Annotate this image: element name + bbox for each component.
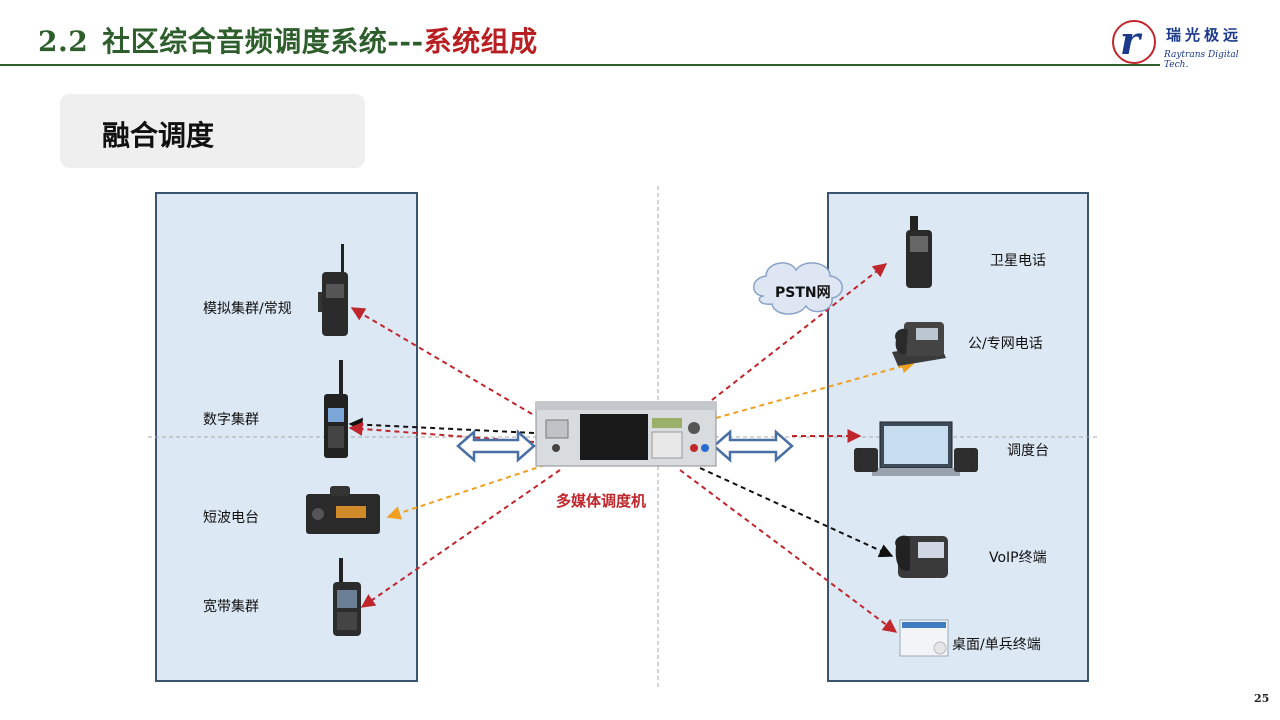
label-voip-terminal: VoIP终端 <box>989 550 1047 566</box>
arrow-to-pstn <box>711 263 888 401</box>
label-dispatch-console: 调度台 <box>1007 443 1049 459</box>
dispatcher-label: 多媒体调度机 <box>556 492 647 510</box>
title-number: 2.2 <box>38 25 89 58</box>
label-satellite-phone: 卫星电话 <box>990 253 1046 269</box>
desktop-terminal-icon <box>899 619 949 657</box>
label-analog-trunk: 模拟集群/常规 <box>203 301 292 317</box>
arrow-to-analog-trunk <box>350 307 533 415</box>
arrow-to-shortwave <box>386 464 546 520</box>
walkie-talkie-icon <box>318 244 348 336</box>
voip-phone-icon <box>895 535 948 578</box>
label-digital-trunk: 数字集群 <box>203 412 259 428</box>
dispatch-console-icon <box>854 421 978 476</box>
pstn-label: PSTN网 <box>775 285 831 301</box>
logo-english: Raytrans Digital Tech. <box>1164 50 1239 70</box>
company-logo: r 瑞光极远 Raytrans Digital Tech. <box>1110 16 1260 70</box>
arrow-to-voip <box>699 467 894 558</box>
title-main: 社区综合音频调度系统--- <box>102 25 424 58</box>
logo-chinese: 瑞光极远 <box>1166 26 1243 44</box>
shortwave-radio-icon <box>306 486 380 534</box>
logo-circle <box>1112 20 1156 64</box>
page-number: 25 <box>1254 692 1270 705</box>
left-double-arrow <box>456 429 536 463</box>
satellite-phone-icon <box>906 216 932 288</box>
slide-title: 2.2 社区综合音频调度系统---系统组成 <box>38 20 538 60</box>
pstn-cloud-icon <box>753 262 843 315</box>
arrow-to-broadband <box>360 469 561 608</box>
desk-phone-icon <box>892 322 946 366</box>
arrow-to-digital-trunk-black <box>348 417 535 434</box>
arrow-to-desktop-terminal <box>679 469 898 633</box>
label-desk-phone: 公/专网电话 <box>968 336 1043 352</box>
section-heading: 融合调度 <box>102 119 215 152</box>
logo-letter: r <box>1120 18 1141 63</box>
digital-radio-icon <box>324 360 348 458</box>
dispatcher-rack-icon <box>535 401 717 467</box>
label-broadband-trunk: 宽带集群 <box>203 599 259 615</box>
arrow-to-desk-phone <box>715 359 916 419</box>
title-divider <box>0 64 1160 66</box>
right-double-arrow <box>712 429 794 463</box>
broadband-terminal-icon <box>333 558 361 636</box>
section-heading-box: 融合调度 <box>60 94 365 168</box>
title-accent: 系统组成 <box>423 25 538 58</box>
label-desktop-terminal: 桌面/单兵终端 <box>952 637 1041 653</box>
label-shortwave: 短波电台 <box>203 510 259 526</box>
